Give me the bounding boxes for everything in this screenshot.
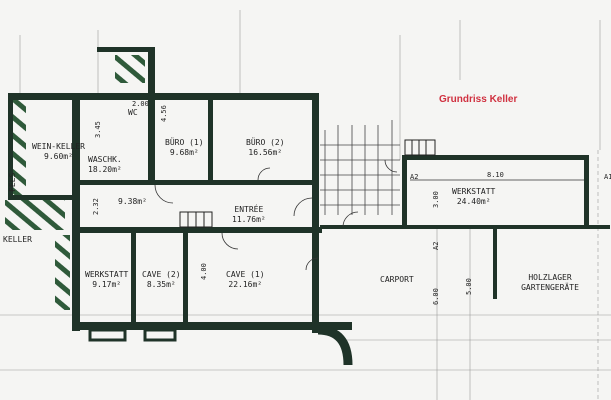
- room-name: ENTRÉE: [234, 205, 264, 214]
- windows: [88, 328, 177, 342]
- ground-hatch: [55, 235, 70, 310]
- doors[interactable]: [154, 159, 398, 271]
- room-name: BÜRO (1): [165, 138, 204, 147]
- room-flur-area: 9.38m²: [118, 197, 147, 206]
- dim-4-56: 4.56: [160, 105, 168, 122]
- label-keller: KELLER: [3, 235, 32, 244]
- room-holzlager: HOLZLAGER GARTENGERÄTE: [521, 273, 579, 292]
- room-waschk: WASCHK.18.20m²: [88, 155, 122, 175]
- room-cave-2: CAVE (2)8.35m²: [142, 270, 181, 290]
- axis-a1: A1: [604, 173, 611, 181]
- room-area: 9.17m²: [92, 280, 122, 289]
- room-cave-1: CAVE (1)22.16m²: [226, 270, 265, 290]
- lightwell-hatch: [115, 55, 145, 83]
- dim-3-00: 3.00: [432, 191, 440, 208]
- room-area: 11.76m²: [232, 215, 266, 224]
- room-name: WERKSTATT: [85, 270, 129, 279]
- room-area: 8.35m²: [146, 280, 176, 289]
- dim-3-45: 3.45: [94, 121, 102, 138]
- room-name: BÜRO (2): [246, 138, 285, 147]
- room-buero-2: BÜRO (2)16.56m²: [246, 138, 285, 158]
- room-area: 24.40m²: [456, 197, 491, 206]
- room-buero-1: BÜRO (1)9.68m²: [165, 138, 204, 158]
- room-area: 18.20m²: [88, 165, 122, 174]
- ground-hatch: [5, 200, 65, 230]
- dim-5-00: 5.00: [465, 278, 473, 295]
- room-carport: CARPORT: [380, 275, 414, 284]
- room-area: 16.56m²: [248, 148, 283, 157]
- room-area: 9.60m²: [44, 152, 73, 161]
- room-name: WASCHK.: [88, 155, 122, 164]
- ramp-wall: [317, 325, 353, 366]
- rock-hatch: [12, 100, 26, 195]
- room-area: 9.68m²: [169, 148, 199, 157]
- dim-2-32: 2.32: [92, 198, 100, 215]
- dim-6-00: 6.00: [432, 288, 440, 305]
- room-area: 22.16m²: [228, 280, 263, 289]
- room-wc: WC: [128, 108, 138, 117]
- stairs: [179, 139, 436, 228]
- plan-title: Grundriss Keller: [439, 94, 518, 105]
- room-name: WEIN-KELLER: [32, 142, 85, 151]
- stair-grid: [320, 120, 400, 215]
- dim-2-00: 2.00: [132, 100, 149, 108]
- construction-lines: [0, 10, 611, 400]
- room-name: CAVE (2): [142, 270, 181, 279]
- dim-8-10: 8.10: [487, 171, 504, 179]
- walls: [8, 47, 610, 333]
- room-name: WERKSTATT: [452, 187, 496, 196]
- dim-4-00: 4.00: [200, 263, 208, 280]
- axis-a2: A2: [410, 173, 419, 181]
- axis-a2-vertical: A2: [432, 241, 440, 250]
- label-fels: FELS: [8, 172, 17, 192]
- room-name: CAVE (1): [226, 270, 265, 279]
